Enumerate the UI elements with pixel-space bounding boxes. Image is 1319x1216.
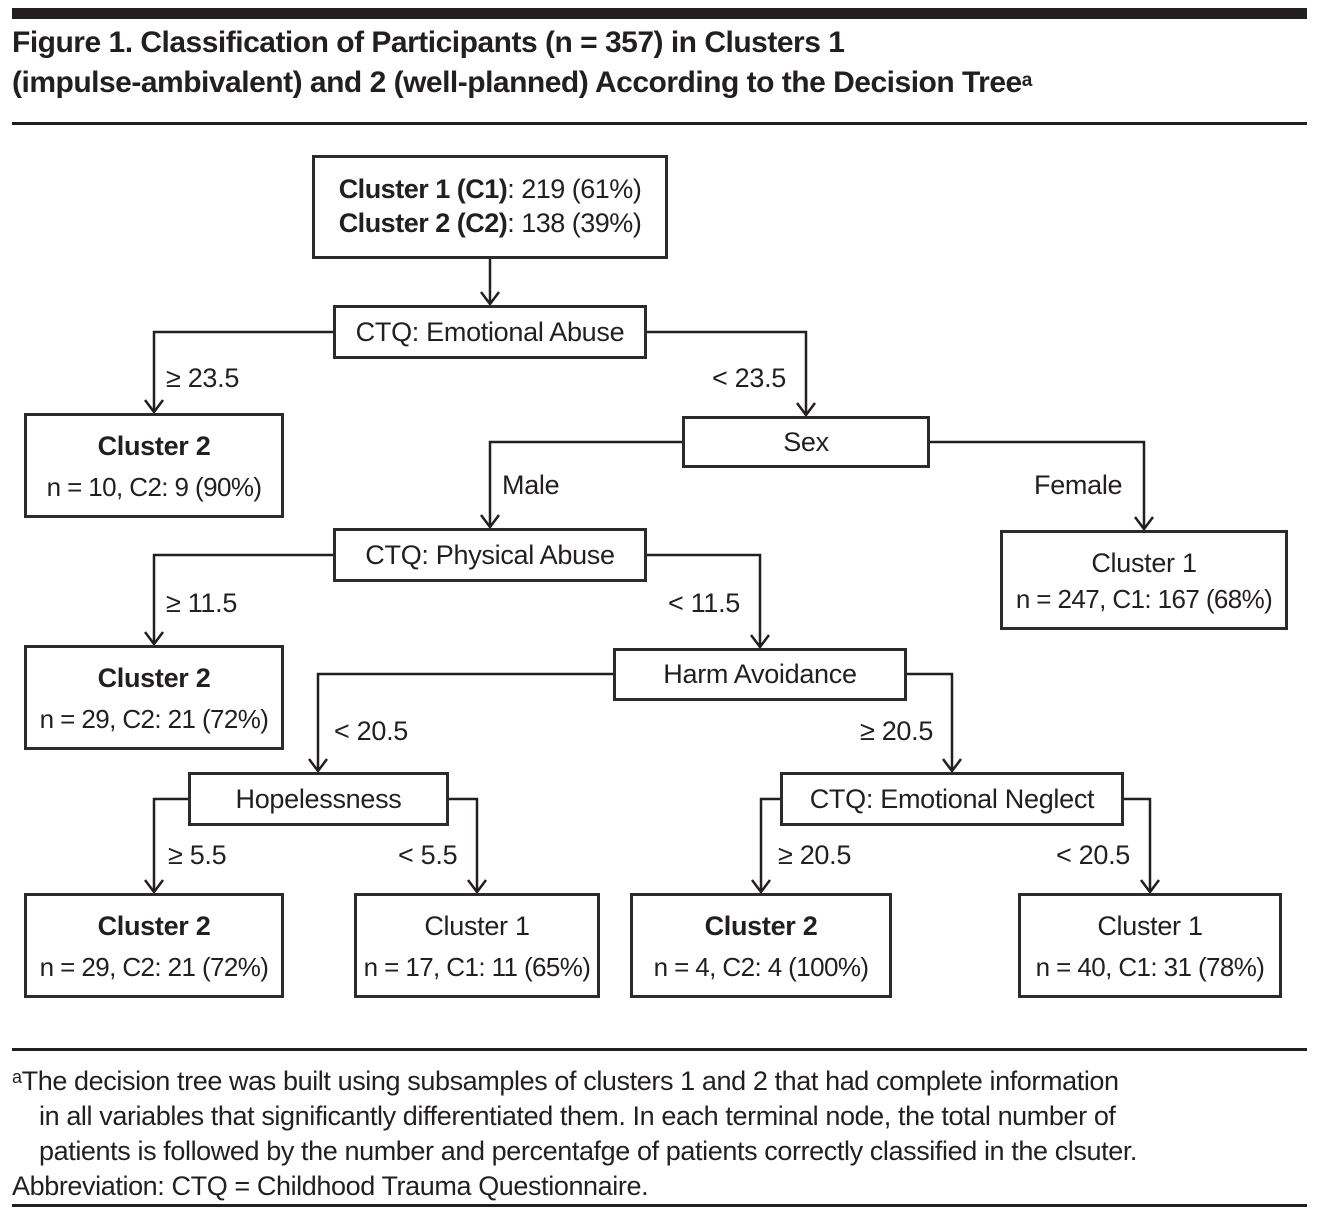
footnote-line2: in all variables that significantly diff…: [39, 1101, 1116, 1131]
footnote-marker: a: [12, 1067, 22, 1087]
root-cluster2-value: : 138 (39%): [507, 208, 642, 238]
branch-label-hopelessness-left: ≥ 5.5: [168, 840, 227, 870]
connector-physical-abuse-right: [647, 553, 770, 650]
terminal-title: Cluster 2: [97, 663, 211, 693]
node-hopelessness: Hopelessness: [188, 772, 449, 826]
node-emotional-neglect: CTQ: Emotional Neglect: [780, 772, 1124, 826]
terminal-title: Cluster 1: [1097, 911, 1203, 941]
figure-title: Figure 1. Classification of Participants…: [12, 24, 1307, 102]
node-emotional-abuse-label: CTQ: Emotional Abuse: [355, 317, 625, 347]
node-root-clusters: Cluster 1 (C1): 219 (61%) Cluster 2 (C2)…: [312, 155, 668, 259]
connector-harm-avoidance-right: [907, 672, 962, 774]
connector-emotional-abuse-left: [144, 330, 333, 415]
terminal-hopelessness-cluster1: Cluster 1 n = 17, C1: 11 (65%): [354, 893, 600, 998]
terminal-female-cluster1: Cluster 1 n = 247, C1: 167 (68%): [1000, 530, 1288, 630]
figure-title-superscript: a: [1021, 70, 1033, 91]
root-cluster1-value: : 219 (61%): [507, 174, 642, 204]
node-harm-avoidance-label: Harm Avoidance: [663, 659, 857, 689]
terminal-stats: n = 17, C1: 11 (65%): [363, 952, 591, 982]
branch-label-emotional-neglect-left: ≥ 20.5: [778, 840, 852, 870]
footnote-rule-bottom: [12, 1204, 1307, 1207]
connector-harm-avoidance-left: [308, 672, 613, 774]
branch-label-emotional-neglect-right: < 20.5: [1056, 840, 1131, 870]
branch-label-physical-abuse-left: ≥ 11.5: [166, 588, 238, 618]
branch-label-harm-avoidance-left: < 20.5: [334, 716, 409, 746]
terminal-hopelessness-cluster2: Cluster 2 n = 29, C2: 21 (72%): [24, 893, 284, 998]
branch-label-emotional-abuse-right: < 23.5: [712, 363, 787, 393]
node-hopelessness-label: Hopelessness: [235, 784, 402, 814]
root-cluster2-line: Cluster 2 (C2): 138 (39%): [319, 208, 661, 238]
terminal-emotional-neglect-cluster2: Cluster 2 n = 4, C2: 4 (100%): [630, 893, 892, 998]
connector-sex-male: [480, 440, 682, 530]
connector-hopelessness-right: [449, 797, 487, 895]
terminal-stats: n = 29, C2: 21 (72%): [39, 704, 269, 734]
terminal-stats: n = 247, C1: 167 (68%): [1015, 584, 1273, 614]
node-physical-abuse-label: CTQ: Physical Abuse: [365, 540, 615, 570]
node-physical-abuse: CTQ: Physical Abuse: [333, 528, 647, 582]
root-cluster1-label: Cluster 1 (C1): [338, 174, 508, 204]
connector-emotional-neglect-left: [751, 797, 780, 895]
figure-title-line2: (impulse-ambivalent) and 2 (well-planned…: [12, 66, 1022, 99]
node-harm-avoidance: Harm Avoidance: [613, 648, 907, 701]
terminal-stats: n = 40, C1: 31 (78%): [1035, 952, 1265, 982]
root-cluster2-label: Cluster 2 (C2): [338, 208, 508, 238]
connector-emotional-neglect-right: [1124, 797, 1160, 895]
title-rule: [12, 122, 1307, 125]
connector-hopelessness-left: [144, 797, 188, 895]
branch-label-emotional-abuse-left: ≥ 23.5: [166, 363, 240, 393]
footnote-line3: patients is followed by the number and p…: [39, 1136, 1138, 1166]
terminal-title: Cluster 1: [424, 911, 530, 941]
figure-title-line1: Figure 1. Classification of Participants…: [12, 26, 845, 59]
branch-label-sex-female: Female: [1034, 470, 1123, 500]
root-cluster1-line: Cluster 1 (C1): 219 (61%): [319, 174, 661, 204]
branch-label-physical-abuse-right: < 11.5: [668, 588, 741, 618]
footnote-line1-text: The decision tree was built using subsam…: [21, 1066, 1119, 1096]
connector-sex-female: [930, 440, 1154, 532]
terminal-title: Cluster 1: [1091, 548, 1197, 578]
branch-label-hopelessness-right: < 5.5: [398, 840, 458, 870]
terminal-title: Cluster 2: [704, 911, 818, 941]
node-sex: Sex: [682, 416, 930, 468]
terminal-title: Cluster 2: [97, 431, 211, 461]
connector-physical-abuse-left: [144, 553, 333, 647]
terminal-title: Cluster 2: [97, 911, 211, 941]
connector-emotional-abuse-right: [647, 330, 816, 418]
branch-label-harm-avoidance-right: ≥ 20.5: [860, 716, 934, 746]
node-sex-label: Sex: [783, 427, 829, 457]
node-emotional-abuse: CTQ: Emotional Abuse: [333, 305, 647, 359]
connector-root-to-emotional-abuse: [480, 259, 500, 307]
footnote: aThe decision tree was built using subsa…: [12, 1060, 1307, 1204]
footnote-line1: aThe decision tree was built using subsa…: [12, 1060, 1307, 1099]
terminal-emotional-neglect-cluster1: Cluster 1 n = 40, C1: 31 (78%): [1018, 893, 1282, 998]
terminal-stats: n = 10, C2: 9 (90%): [46, 472, 262, 502]
branch-label-sex-male: Male: [502, 470, 560, 500]
node-emotional-neglect-label: CTQ: Emotional Neglect: [809, 784, 1095, 814]
terminal-stats: n = 29, C2: 21 (72%): [39, 952, 269, 982]
terminal-physical-abuse-cluster2: Cluster 2 n = 29, C2: 21 (72%): [24, 645, 284, 750]
terminal-emotional-abuse-cluster2: Cluster 2 n = 10, C2: 9 (90%): [24, 413, 284, 518]
footnote-abbreviation: Abbreviation: CTQ = Childhood Trauma Que…: [12, 1171, 649, 1201]
top-rule: [12, 8, 1307, 19]
footnote-rule-top: [12, 1048, 1307, 1051]
terminal-stats: n = 4, C2: 4 (100%): [653, 952, 869, 982]
